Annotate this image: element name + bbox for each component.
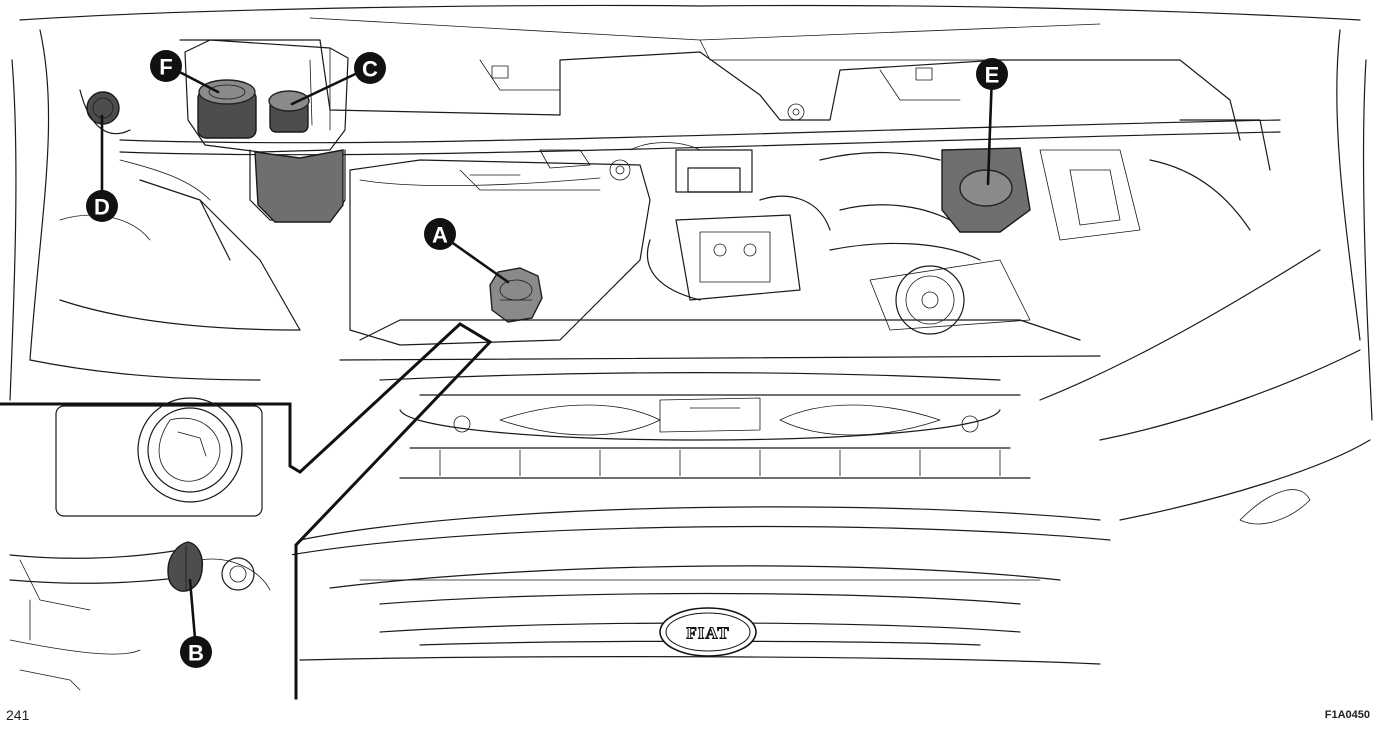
callout-e-label: E — [985, 63, 1000, 88]
callout-a: A — [424, 218, 456, 250]
hood-outline — [9, 4, 1373, 421]
radiator-slats — [399, 447, 1031, 479]
callout-e: E — [976, 58, 1008, 90]
callout-b: B — [180, 636, 212, 668]
cowl-panel — [119, 39, 1281, 156]
callout-f-label: F — [159, 55, 172, 80]
callout-d-label: D — [94, 195, 110, 220]
callout-c: C — [354, 52, 386, 84]
front-bumper — [289, 249, 1371, 665]
page-number: 241 — [6, 707, 30, 723]
cap-c — [268, 90, 310, 133]
fiat-logo-text: FIAT — [686, 624, 729, 643]
callout-a-label: A — [432, 223, 448, 248]
callout-c-label: C — [362, 57, 378, 82]
callout-f: F — [150, 50, 182, 82]
left-fender — [29, 159, 301, 381]
figure-code: F1A0450 — [1324, 709, 1370, 721]
engine-block — [349, 149, 651, 346]
cap-a — [489, 267, 543, 323]
right-engine-area — [819, 119, 1271, 335]
inset-detail-panel — [0, 322, 493, 700]
cap-f — [197, 79, 257, 139]
fiat-logo: FIAT — [659, 607, 757, 657]
cap-b — [167, 541, 204, 592]
front-cross-member — [339, 319, 1101, 441]
callout-b-label: B — [188, 641, 204, 666]
cap-d — [79, 89, 131, 135]
callout-d: D — [86, 190, 118, 222]
center-module — [629, 142, 831, 301]
leader-e — [986, 72, 994, 186]
coolant-reservoir — [184, 39, 349, 223]
reservoir-e — [941, 147, 1031, 233]
